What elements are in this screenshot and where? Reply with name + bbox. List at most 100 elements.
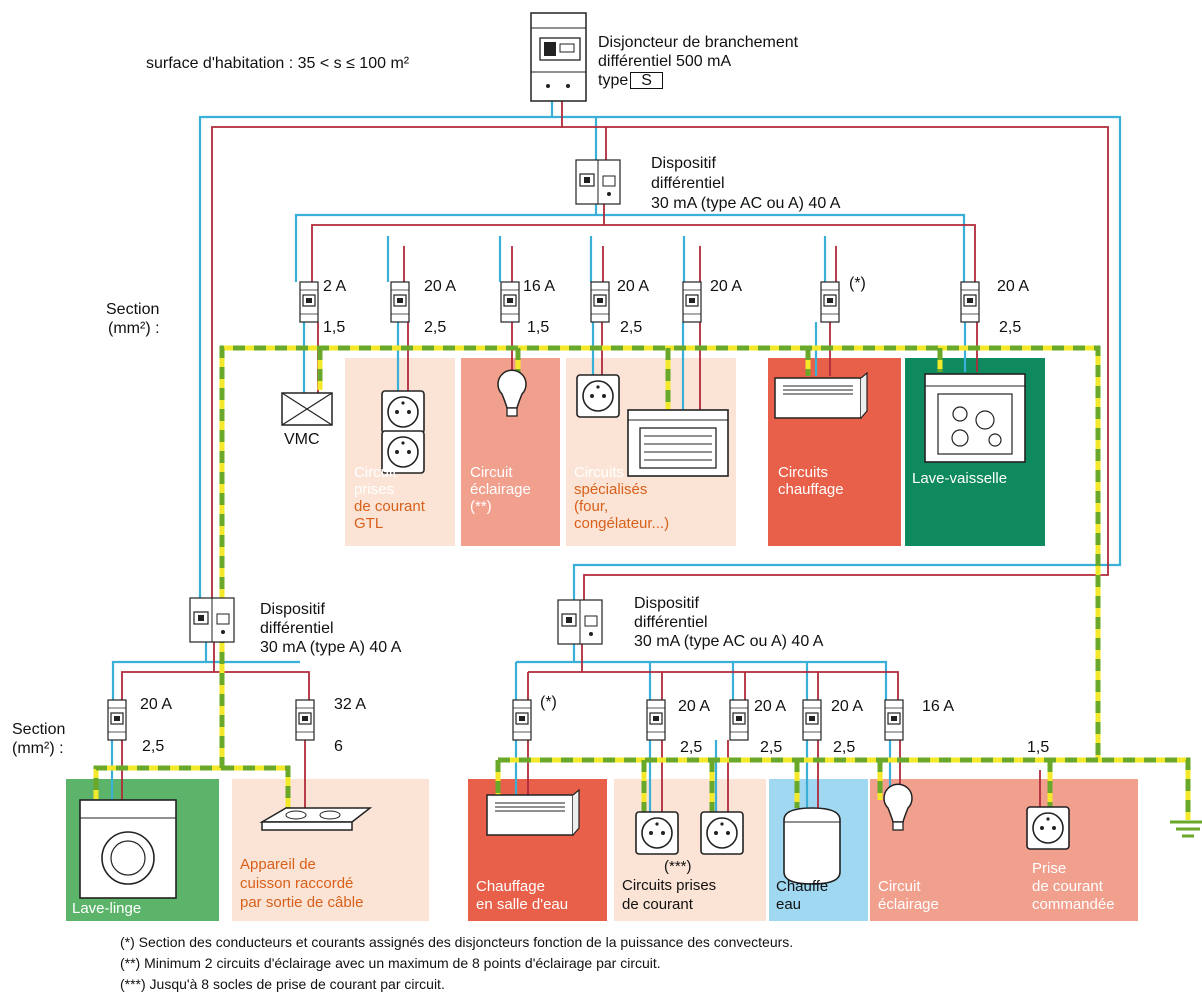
chauffage-line1: Circuits [778,464,829,481]
main-breaker-type-value: S [630,72,663,89]
top-breaker-3-rating: 16 A [523,278,556,295]
top-breaker-4-rating: 20 A [617,278,650,295]
top-breaker-1-rating: 2 A [323,278,347,295]
main-breaker-line2: différentiel 500 mA [598,53,732,70]
left-breaker-2-rating: 32 A [334,696,367,713]
top-breaker-5-rating: 20 A [710,278,743,295]
top-breaker-2-rating: 20 A [424,278,457,295]
zone-eclairage-prise-cmd [870,779,1138,921]
rcd-left-line3: 30 mA (type A) 40 A [260,639,402,656]
breaker-top-6-icon [820,281,840,323]
main-breaker-type-prefix: type [598,72,629,89]
eclairage-line3: (**) [470,498,492,515]
breaker-left-1-icon [107,699,127,741]
top-breaker-3-section: 1,5 [527,319,550,336]
prises-gtl-line2: prises [354,481,395,498]
prise-commandee-line3: commandée [1032,896,1115,913]
rcd-top-line1: Dispositif [651,155,716,172]
section-label-bottom-line2: (mm²) : [12,740,64,757]
dishwasher-icon [924,373,1026,463]
rcd-left-line1: Dispositif [260,601,325,618]
chauffe-eau-line2: eau [776,896,802,913]
rcd-top-line2: différentiel [651,175,725,192]
cooktop-icon [259,807,373,831]
rcd-top-icon [575,159,621,205]
rcd-left-icon [189,597,235,643]
earth-ground-icon [1170,820,1202,838]
socket-commandee-icon [1026,806,1070,850]
bulb-bottom-icon [883,783,913,831]
eclairage-line2: éclairage [470,481,531,498]
socket-bottom-2-icon [700,811,744,855]
main-breaker-icon [530,12,587,102]
surface-label: surface d'habitation : 35 < s ≤ 100 m² [146,55,410,72]
bulb-top-icon [497,369,527,417]
breaker-right-1-icon [512,699,532,741]
breaker-top-2-icon [390,281,410,323]
washing-machine-icon [79,799,177,899]
left-breaker-2-section: 6 [334,738,343,755]
eclairage-line1: Circuit [470,464,513,481]
prises-bas-line2: de courant [622,896,693,913]
breaker-right-2-icon [646,699,666,741]
right-breaker-5-rating: 16 A [922,698,955,715]
footnote-2: (**) Minimum 2 circuits d'éclairage avec… [120,955,661,971]
socket-gtl-1-icon [381,390,425,434]
specialises-line1: Circuits [574,464,625,481]
rcd-right-line2: différentiel [634,614,708,631]
top-breaker-1-section: 1,5 [323,319,346,336]
chauffage-line2: chauffage [778,481,844,498]
right-breaker-1-rating: (*) [540,694,557,711]
right-breaker-2-section: 2,5 [680,739,703,756]
breaker-right-4-icon [802,699,822,741]
specialises-line2: spécialisés [574,481,648,498]
cuisson-line1: Appareil de [240,856,316,873]
chauffe-eau-line1: Chauffe [776,878,829,895]
heater-bottom-icon [486,789,580,836]
footnote-1: (*) Section des conducteurs et courants … [120,934,794,950]
footnotes: (*) Section des conducteurs et courants … [120,932,793,995]
section-label-top-line1: Section [106,301,160,318]
rcd-right-line1: Dispositif [634,595,699,612]
top-breaker-7-section: 2,5 [999,319,1022,336]
lave-linge-label: Lave-linge [72,900,142,917]
water-heater-icon [783,807,841,885]
rcd-top-line3: 30 mA (type AC ou A) 40 A [651,195,841,212]
chauffage-sdb-line1: Chauffage [476,878,545,895]
top-breaker-6-rating: (*) [849,275,866,292]
top-breaker-4-section: 2,5 [620,319,643,336]
zone-cuisson [232,779,429,921]
breaker-top-1-icon [299,281,319,323]
rcd-left-line2: différentiel [260,620,334,637]
socket-specialise-icon [576,374,620,418]
heater-top-icon [774,372,868,419]
top-breaker-2-section: 2,5 [424,319,447,336]
right-breaker-4-rating: 20 A [831,698,864,715]
breaker-right-3-icon [729,699,749,741]
right-breaker-3-section: 2,5 [760,739,783,756]
prises-gtl-line3: de courant [354,498,425,515]
breaker-right-5-icon [884,699,904,741]
breaker-top-5-icon [682,281,702,323]
eclairage-bas-line1: Circuit [878,878,921,895]
left-breaker-1-section: 2,5 [142,738,165,755]
left-breaker-1-rating: 20 A [140,696,173,713]
lave-vaisselle-label: Lave-vaisselle [912,470,1008,487]
right-breaker-3-rating: 20 A [754,698,787,715]
cuisson-line2: cuisson raccordé [240,875,354,892]
rcd-right-icon [557,599,603,645]
breaker-top-3-icon [500,281,520,323]
eclairage-bas-line2: éclairage [878,896,939,913]
section-label-bottom-line1: Section [12,721,66,738]
breaker-left-2-icon [295,699,315,741]
breaker-top-4-icon [590,281,610,323]
specialises-line3: (four, [574,498,609,515]
prise-commandee-line2: de courant [1032,878,1103,895]
vmc-label: VMC [284,431,320,448]
main-breaker-line1: Disjoncteur de branchement [598,34,799,51]
prises-bas-line1: Circuits prises [622,877,717,894]
oven-icon [627,409,729,477]
right-breaker-2-rating: 20 A [678,698,711,715]
